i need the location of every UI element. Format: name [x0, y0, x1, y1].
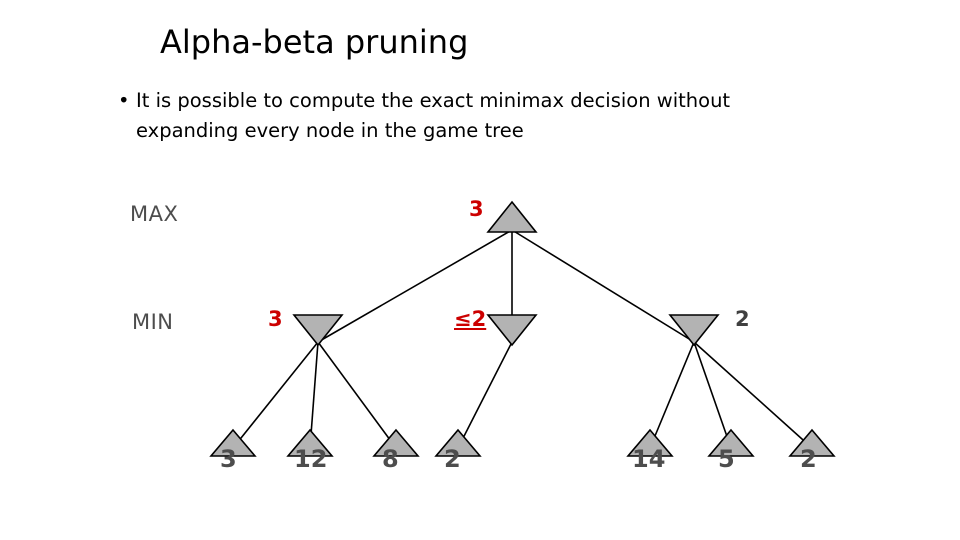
bullet-marker: • [118, 89, 130, 112]
bullet-text: It is possible to compute the exact mini… [136, 89, 731, 142]
node-leaf-5 [626, 428, 674, 457]
node-leaf-6 [707, 428, 755, 457]
value-leaf-4: 2 [444, 445, 461, 473]
value-min-2: ≤2 [454, 307, 487, 331]
tree-graphic [209, 200, 836, 457]
level-label-max: MAX [130, 202, 179, 226]
edge-min1-leaf3 [317, 341, 397, 449]
tree-edges [232, 229, 813, 449]
page-title: Alpha-beta pruning [160, 23, 469, 61]
edge-min3-leaf5 [649, 341, 695, 449]
value-min-1: 3 [268, 307, 283, 331]
node-leaf-7 [788, 428, 836, 457]
value-leaf-7: 2 [800, 445, 817, 473]
node-min-2 [486, 314, 538, 347]
node-min-3 [668, 314, 720, 347]
value-leaf-5: 14 [632, 445, 666, 473]
edge-min2-leaf4 [457, 341, 513, 449]
node-leaf-3 [372, 428, 420, 457]
level-label-min: MIN [132, 310, 174, 334]
edge-min3-leaf7 [693, 341, 813, 449]
game-tree-diagram: MAX MIN 3 3 ≤2 2 3 12 8 2 14 5 2 [0, 160, 960, 520]
value-min-3: 2 [735, 307, 750, 331]
edge-root-min1 [317, 229, 513, 343]
bullet-paragraph: • It is possible to compute the exact mi… [118, 86, 818, 146]
node-leaf-2 [286, 428, 334, 457]
edge-min1-leaf1 [232, 341, 319, 449]
node-root-max [486, 200, 538, 233]
node-leaf-1 [209, 428, 257, 457]
value-leaf-3: 8 [382, 445, 399, 473]
value-leaf-2: 12 [294, 445, 328, 473]
edge-root-min3 [511, 229, 695, 343]
value-leaf-1: 3 [220, 445, 237, 473]
edge-min1-leaf2 [309, 341, 319, 449]
value-root: 3 [469, 197, 484, 221]
edge-min3-leaf6 [693, 341, 732, 449]
node-leaf-4 [434, 428, 482, 457]
value-leaf-6: 5 [718, 445, 735, 473]
node-min-1 [292, 314, 344, 347]
